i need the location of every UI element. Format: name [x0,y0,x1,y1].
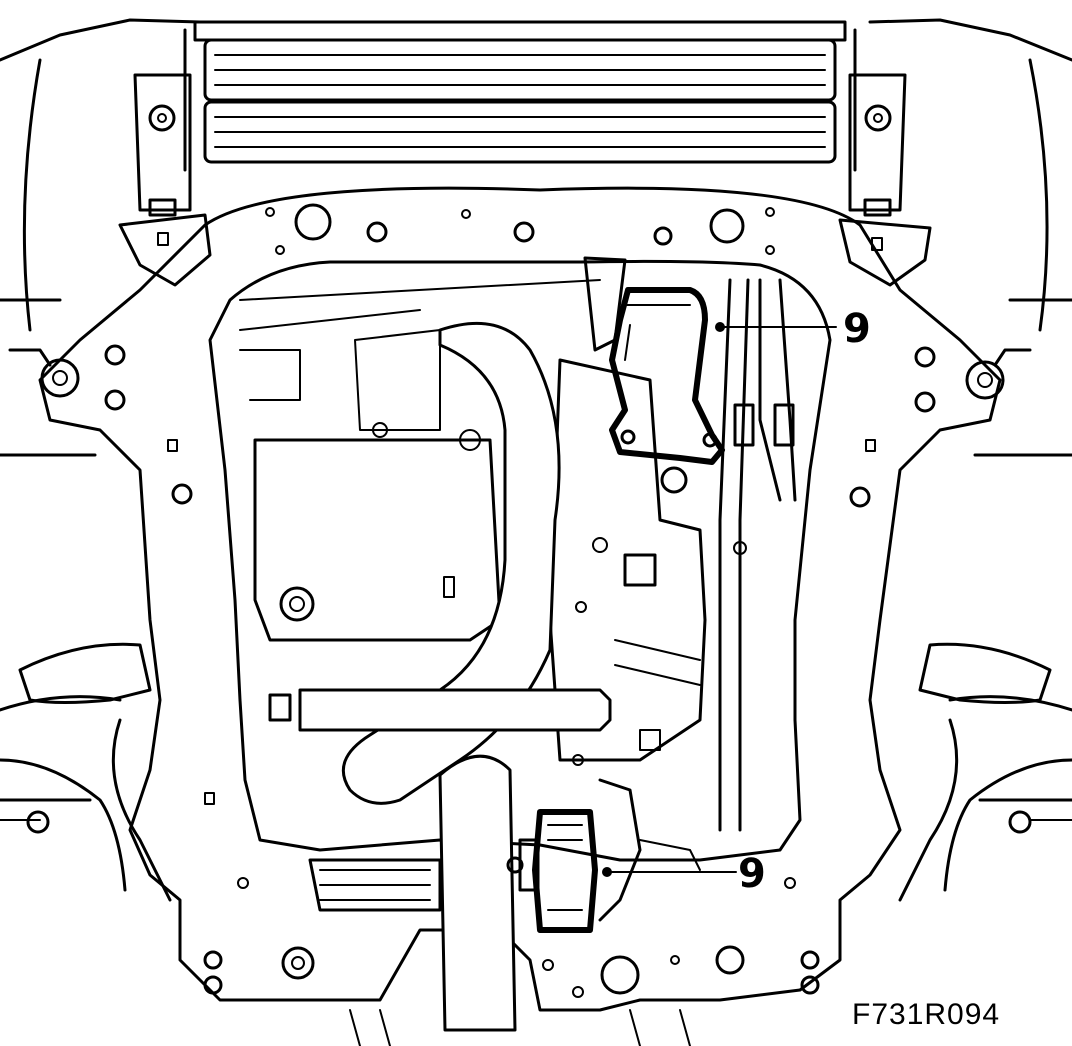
exhaust-pipe [268,321,612,1032]
front-crossmember [203,858,820,1046]
callout-lower: 9 [602,851,766,897]
radiator [183,20,857,172]
callout-upper: 9 [715,306,871,352]
figure-code: F731R094 [852,998,1000,1031]
lower-engine-mount [506,778,701,933]
subframe [8,186,1032,1012]
upper-engine-mount [583,256,725,465]
oil-pan [239,279,601,642]
steering-lines [718,278,797,832]
control-arms [18,642,1052,902]
left-radiator-bracket [118,73,212,287]
body-outline [0,18,1072,892]
callout-label: 9 [738,851,766,897]
callout-label: 9 [843,306,871,352]
right-radiator-bracket [838,73,932,287]
